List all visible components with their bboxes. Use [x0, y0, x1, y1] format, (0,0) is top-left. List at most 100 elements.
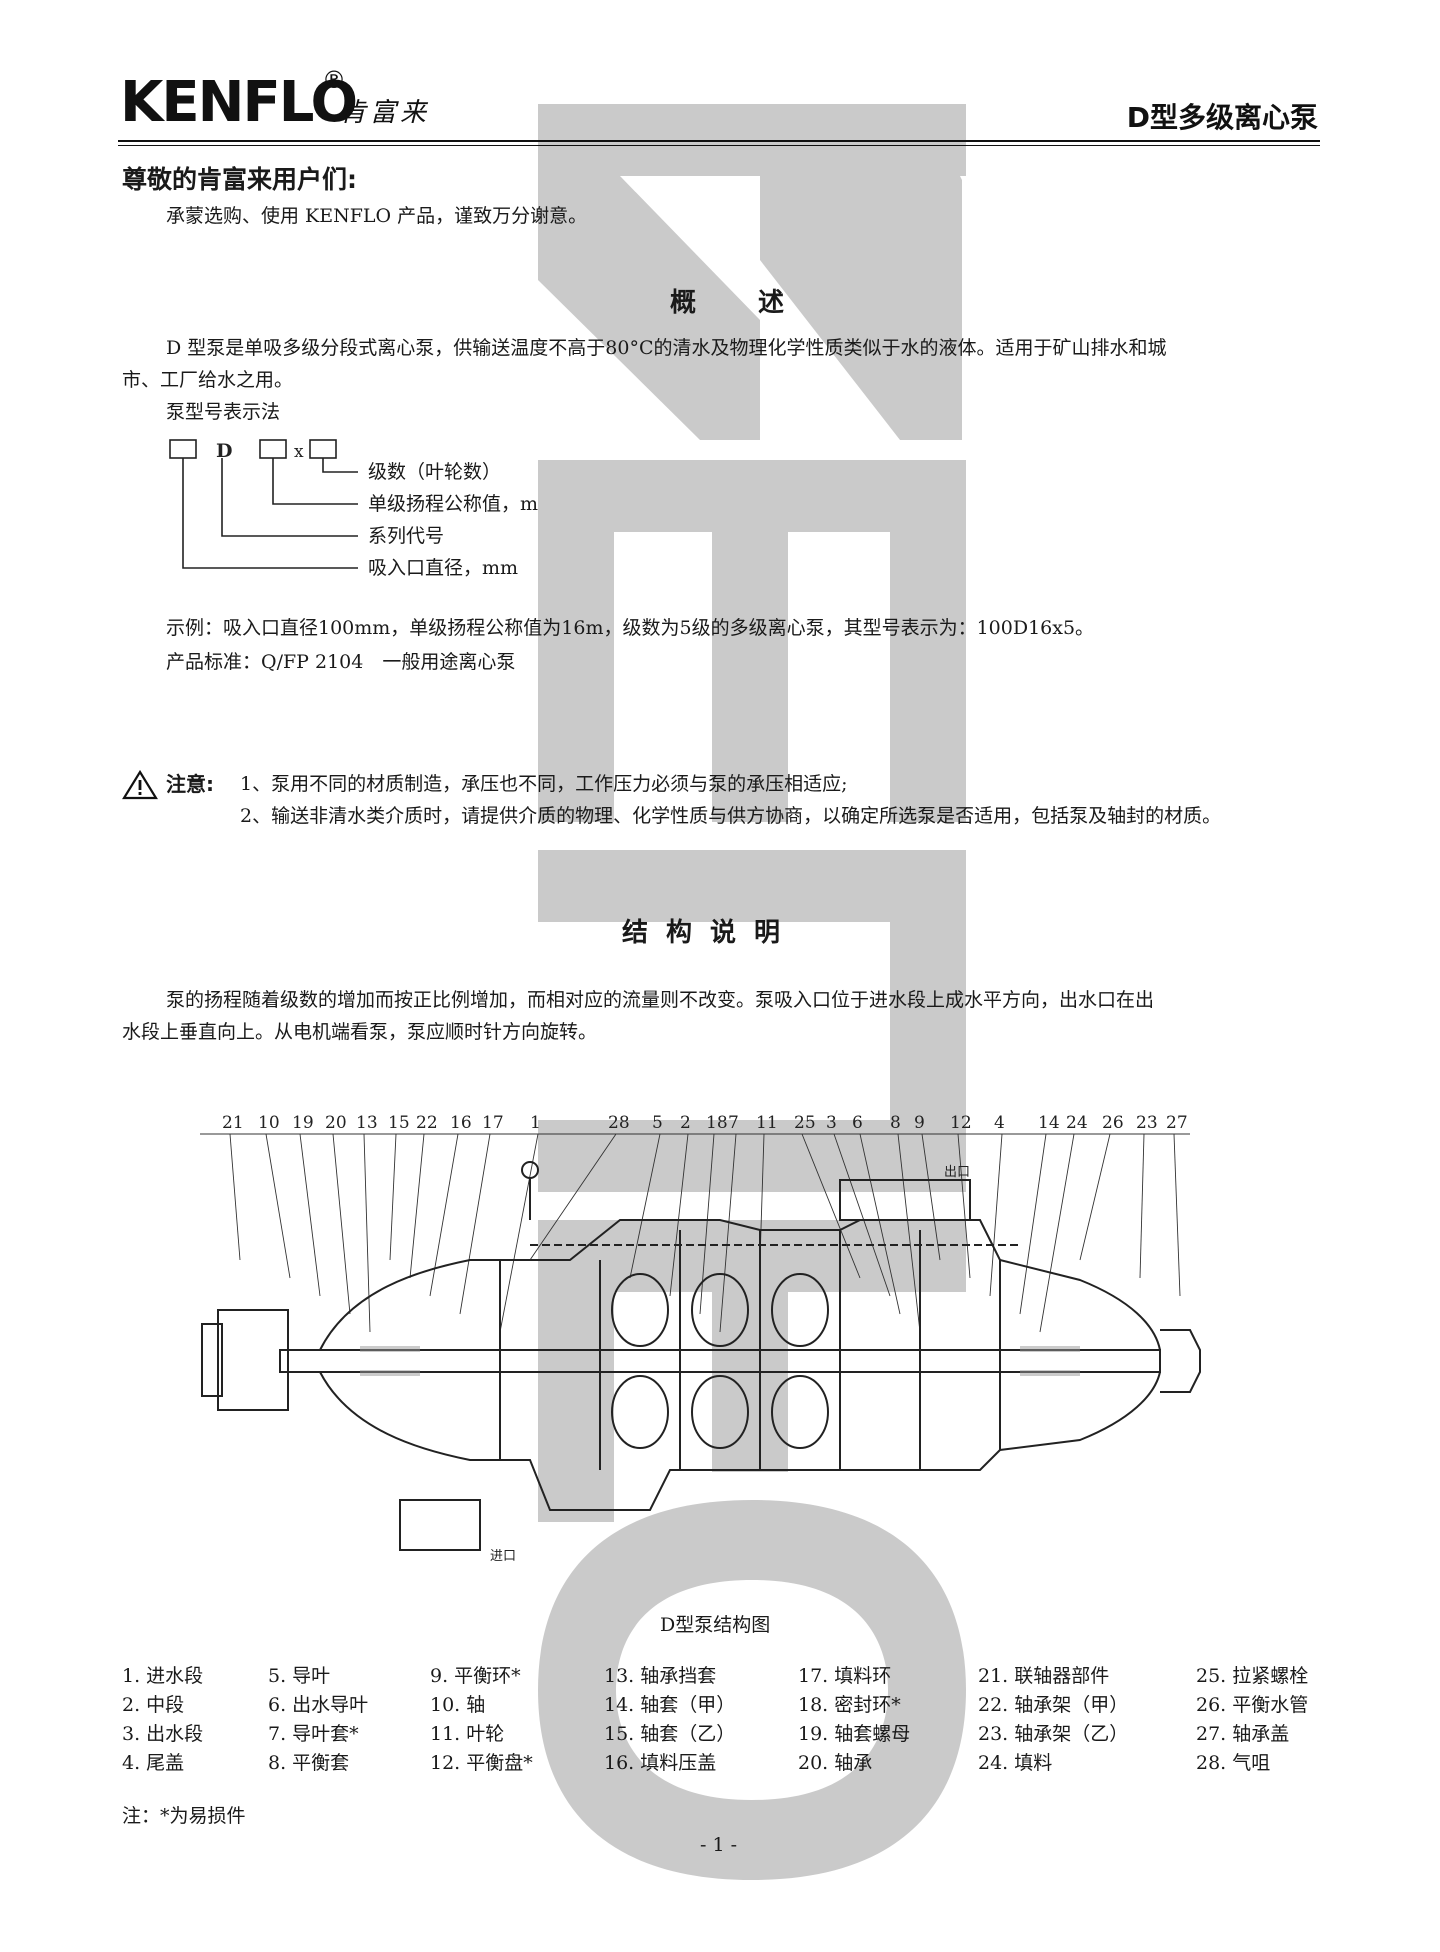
part-item: 11. 叶轮: [430, 1723, 505, 1745]
callout-number: 7: [728, 1113, 739, 1133]
callout-number: 9: [914, 1113, 925, 1133]
part-item: 1. 进水段: [122, 1665, 204, 1687]
model-label-series: 系列代号: [368, 525, 444, 547]
callout-number: 18: [706, 1113, 728, 1133]
callout-leader: [459, 1133, 491, 1315]
brand-logo-text: KENFLO: [120, 70, 358, 135]
footnote: 注：*为易损件: [122, 1805, 246, 1827]
callout-leader: [1019, 1133, 1047, 1315]
callout-leader: [719, 1133, 737, 1333]
part-item: 27. 轴承盖: [1196, 1723, 1290, 1745]
callout-number: 24: [1066, 1113, 1088, 1133]
structure-heading: 结构说明: [622, 918, 799, 948]
part-item: 19. 轴套螺母: [798, 1723, 911, 1745]
callout-leader: [1079, 1133, 1111, 1261]
model-code-x: x: [294, 442, 304, 462]
model-label-stages: 级数（叶轮数）: [368, 461, 501, 483]
callout-leader: [429, 1133, 459, 1297]
callout-number: 3: [826, 1113, 837, 1133]
callout-number: 11: [756, 1113, 778, 1133]
structure-paragraph-line2: 水段上垂直向上。从电机端看泵，泵应顺时针方向旋转。: [122, 1021, 598, 1043]
overview-paragraph-line2: 市、工厂给水之用。: [122, 369, 294, 391]
part-item: 17. 填料环: [798, 1665, 892, 1687]
callout-leader: [699, 1133, 715, 1315]
model-notation-title: 泵型号表示法: [166, 401, 281, 423]
part-item: 8. 平衡套: [268, 1752, 350, 1774]
greeting-heading: 尊敬的肯富来用户们:: [122, 165, 357, 194]
part-item: 10. 轴: [430, 1694, 486, 1716]
thanks-text: 承蒙选购、使用 KENFLO 产品，谨致万分谢意。: [166, 205, 588, 227]
callout-leader: [989, 1133, 1003, 1297]
part-item: 7. 导叶套*: [268, 1723, 359, 1745]
callout-number: 1: [530, 1113, 541, 1133]
part-item: 24. 填料: [978, 1752, 1053, 1774]
callout-leader: [265, 1133, 291, 1279]
registered-mark: ®: [322, 66, 346, 94]
model-label-inlet: 吸入口直径，mm: [368, 557, 518, 579]
box-stage-count: [309, 439, 337, 459]
part-item: 23. 轴承架（乙）: [978, 1723, 1129, 1745]
notice-item-1: 1、泵用不同的材质制造，承压也不同，工作压力必须与泵的承压相适应;: [240, 773, 848, 795]
callout-number: 6: [852, 1113, 863, 1133]
part-item: 4. 尾盖: [122, 1752, 185, 1774]
notice-item-2: 2、输送非清水类介质时，请提供介质的物理、化学性质与供方协商，以确定所选泵是否适…: [240, 805, 1222, 827]
part-item: 14. 轴套（甲）: [604, 1694, 736, 1716]
callout-leader: [669, 1133, 689, 1297]
notice-label: 注意:: [166, 772, 214, 796]
callout-leader: [499, 1133, 539, 1333]
part-item: 13. 轴承挡套: [604, 1665, 717, 1687]
box-head-value: [259, 439, 287, 459]
part-item: 3. 出水段: [122, 1723, 204, 1745]
callout-leader: [1139, 1133, 1145, 1279]
shaft: [279, 1349, 1161, 1373]
parts-column-2: 5. 导叶 6. 出水导叶 7. 导叶套* 8. 平衡套: [268, 1662, 368, 1778]
part-item: 21. 联轴器部件: [978, 1665, 1110, 1687]
callout-number: 4: [994, 1113, 1005, 1133]
callout-leader: [897, 1133, 921, 1333]
header-divider-thin: [118, 145, 1320, 146]
part-item: 20. 轴承: [798, 1752, 873, 1774]
callout-leader: [1173, 1133, 1181, 1297]
callout-leader: [529, 1133, 617, 1261]
callout-number: 15: [388, 1113, 410, 1133]
part-item: 28. 气咀: [1196, 1752, 1271, 1774]
part-item: 2. 中段: [122, 1694, 185, 1716]
outlet-label: 出口: [944, 1165, 970, 1180]
inlet-label: 进口: [490, 1549, 516, 1564]
part-item: 6. 出水导叶: [268, 1694, 369, 1716]
callout-number: 12: [950, 1113, 972, 1133]
header-divider: [118, 140, 1320, 142]
model-notation-diagram: D x 级数（叶轮数） 单级扬程公称值，m 系列代号 吸入口直径，mm: [169, 439, 538, 579]
part-item: 12. 平衡盘*: [430, 1752, 533, 1774]
page-number: - 1 -: [700, 1834, 738, 1856]
callout-number: 16: [450, 1113, 472, 1133]
part-item: 9. 平衡环*: [430, 1665, 521, 1687]
overview-paragraph-line1: D 型泵是单吸多级分段式离心泵，供输送温度不高于80°C的清水及物理化学性质类似…: [166, 337, 1167, 359]
callout-leader: [409, 1133, 425, 1279]
callout-leader: [921, 1133, 941, 1261]
callout-leaders: [200, 1133, 1190, 1333]
box-inlet-diameter: [169, 439, 197, 459]
part-item: 5. 导叶: [268, 1665, 331, 1687]
coupling: [217, 1309, 289, 1411]
product-standard-text: 产品标准：Q/FP 2104 一般用途离心泵: [166, 651, 516, 673]
figure-caption: D型泵结构图: [660, 1614, 771, 1636]
callout-number: 20: [325, 1113, 347, 1133]
model-example-text: 示例：吸入口直径100mm，单级扬程公称值为16m，级数为5级的多级离心泵，其型…: [166, 617, 1095, 639]
callout-number: 19: [292, 1113, 314, 1133]
callout-number: 26: [1102, 1113, 1124, 1133]
callout-number: 25: [794, 1113, 816, 1133]
callout-leader: [332, 1133, 351, 1315]
casing-outline: [319, 1219, 1161, 1351]
document-title: D型多级离心泵: [1126, 101, 1318, 134]
inlet-flange: [399, 1499, 481, 1551]
callout-number: 17: [482, 1113, 504, 1133]
callout-number: 22: [416, 1113, 438, 1133]
part-item: 26. 平衡水管: [1196, 1694, 1309, 1716]
warning-icon: [122, 770, 158, 800]
callout-number: 14: [1038, 1113, 1060, 1133]
